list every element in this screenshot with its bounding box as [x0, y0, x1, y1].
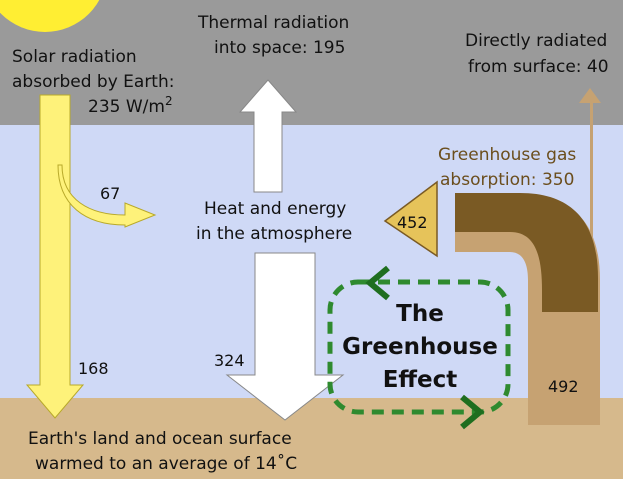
- surface-band: [0, 398, 623, 479]
- surface-label-line2: warmed to an average of 14˚C: [35, 453, 297, 474]
- arrow-452: [383, 180, 438, 258]
- back-radiation-arrow: [225, 252, 345, 421]
- solar-absorbed-arrow: [25, 94, 85, 419]
- heat-label-line2: in the atmosphere: [196, 224, 352, 244]
- solar-label-line3: 235 W/m2: [88, 94, 173, 117]
- value-168: 168: [78, 359, 109, 378]
- sun-icon: [0, 0, 100, 32]
- cycle-arrow-top: [365, 265, 390, 301]
- solar-value: 235 W/m: [88, 97, 165, 117]
- thermal-label-line1: Thermal radiation: [197, 13, 349, 33]
- surface-label-line1: Earth's land and ocean surface: [28, 429, 292, 449]
- value-67: 67: [100, 184, 120, 203]
- value-492: 492: [548, 377, 579, 396]
- gas-label-line2: absorption: 350: [440, 170, 574, 190]
- solar-67-arrow: [57, 164, 157, 228]
- direct-label-line2: from surface: 40: [468, 57, 609, 77]
- thermal-space-arrow: [238, 79, 298, 193]
- gas-label-line1: Greenhouse gas: [438, 145, 576, 165]
- direct-label-line1: Directly radiated: [465, 31, 607, 51]
- space-band: [0, 0, 623, 125]
- greenhouse-title-line1: The: [396, 301, 444, 327]
- solar-label-line2: absorbed by Earth:: [12, 72, 174, 92]
- solar-unit-superscript: 2: [165, 94, 173, 108]
- heat-label-line1: Heat and energy: [204, 199, 346, 219]
- greenhouse-cycle-loop: [327, 279, 511, 415]
- solar-label-line1: Solar radiation: [12, 47, 137, 67]
- greenhouse-title-line2: Greenhouse: [342, 334, 498, 360]
- greenhouse-title-line3: Effect: [383, 367, 458, 393]
- thermal-label-line2: into space: 195: [214, 38, 345, 58]
- value-324: 324: [214, 351, 245, 370]
- gas-absorption-dark: [455, 193, 598, 312]
- value-452: 452: [397, 213, 428, 232]
- cycle-arrow-bottom: [460, 394, 485, 430]
